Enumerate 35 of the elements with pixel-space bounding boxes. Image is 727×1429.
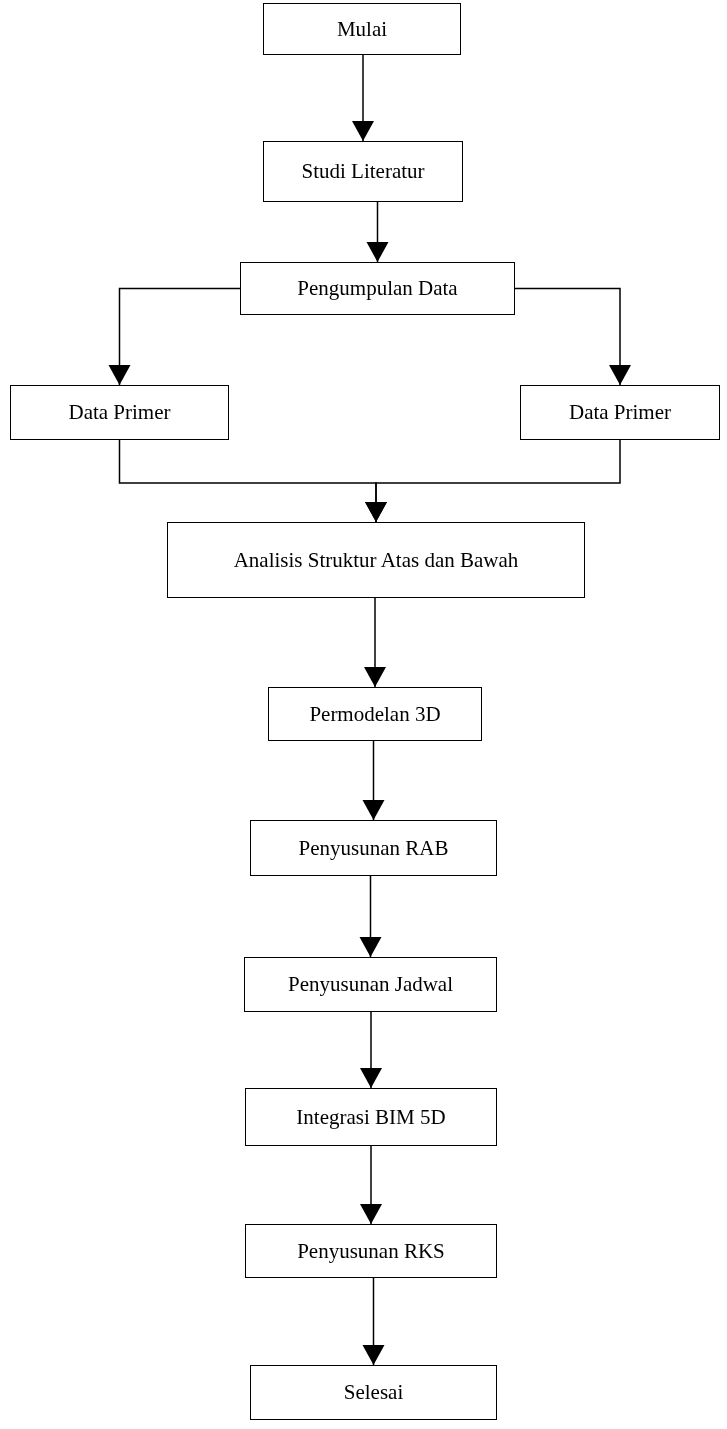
step-label: Data Primer xyxy=(68,399,171,426)
step-label: Penyusunan RKS xyxy=(297,1237,445,1265)
step-label: Penyusunan Jadwal xyxy=(287,971,454,998)
process-box xyxy=(263,141,463,202)
arrow xyxy=(108,287,241,386)
arrow xyxy=(359,875,382,958)
process-box xyxy=(250,1365,497,1420)
step-label: Selesai xyxy=(343,1379,404,1406)
arrow xyxy=(360,1011,382,1089)
process-box xyxy=(250,820,497,876)
process-box xyxy=(245,1088,497,1146)
process-box xyxy=(520,385,720,440)
step-label: Permodelan 3D xyxy=(309,700,441,728)
process-box xyxy=(263,3,461,55)
step-label: Integrasi BIM 5D xyxy=(296,1103,446,1131)
arrow xyxy=(364,597,386,688)
step-label: Studi Literatur xyxy=(301,158,425,185)
arrow xyxy=(365,439,621,523)
step-label: Data Primer xyxy=(568,399,671,426)
step-label: Analisis Struktur Atas dan Bawah xyxy=(233,546,519,574)
step-label: Penyusunan RAB xyxy=(298,834,449,862)
arrow xyxy=(362,740,385,821)
arrow xyxy=(366,201,389,263)
process-box xyxy=(245,1224,497,1278)
arrow xyxy=(352,54,374,142)
arrow xyxy=(514,287,631,386)
process-box xyxy=(244,957,497,1012)
process-box xyxy=(240,262,515,315)
process-box xyxy=(167,522,585,598)
process-box xyxy=(10,385,229,440)
arrow xyxy=(360,1145,382,1225)
arrow xyxy=(362,1277,385,1366)
step-label: Pengumpulan Data xyxy=(297,275,458,302)
step-label: Mulai xyxy=(336,15,388,43)
process-box xyxy=(268,687,482,741)
